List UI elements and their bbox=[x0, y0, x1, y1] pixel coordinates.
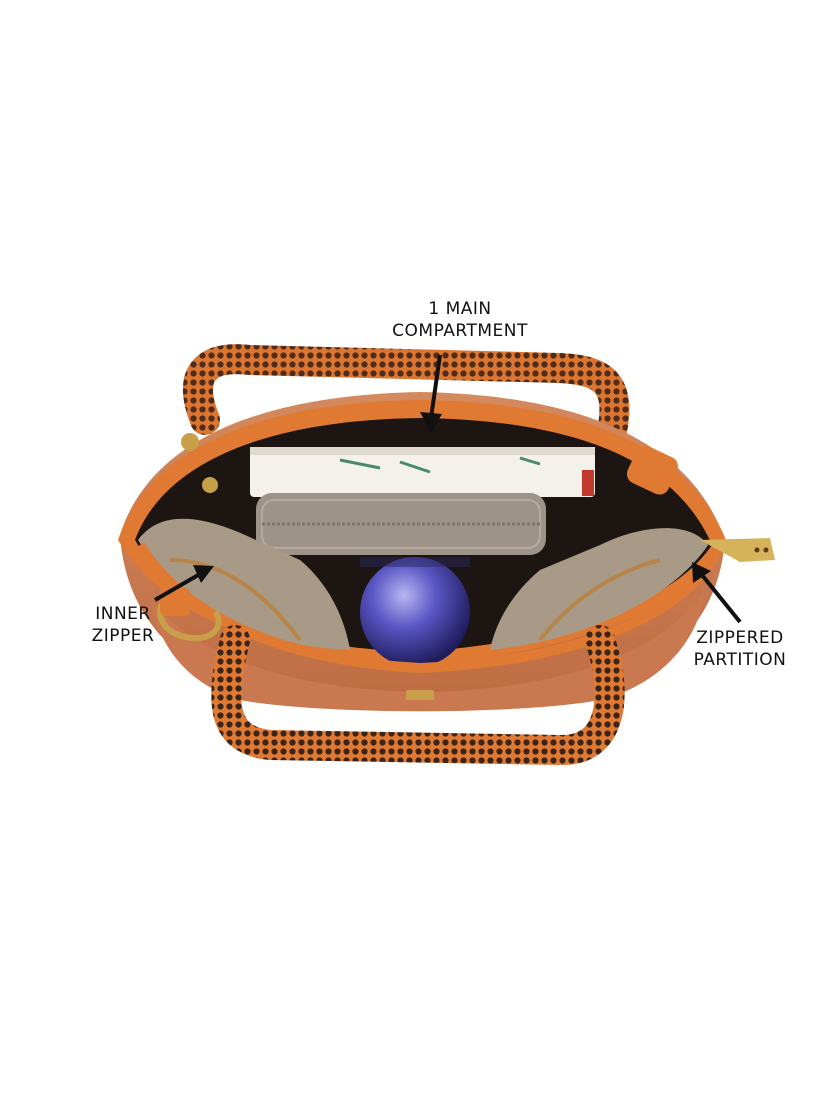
callout-main-line1: 1 MAIN bbox=[428, 299, 492, 319]
callout-inner-zipper: INNER ZIPPER bbox=[78, 603, 168, 647]
callout-partition-line1: ZIPPERED bbox=[696, 628, 784, 648]
arrow-inner bbox=[153, 565, 214, 602]
top-handle bbox=[183, 344, 630, 455]
zipper-pull bbox=[700, 538, 775, 562]
front-panel bbox=[150, 590, 705, 712]
callout-inner-line2: ZIPPER bbox=[91, 626, 155, 646]
book-item bbox=[250, 447, 595, 497]
bottom-handle bbox=[211, 625, 625, 765]
callout-inner-line1: INNER bbox=[95, 604, 151, 624]
lining-right bbox=[490, 528, 708, 650]
callout-partition-line2: PARTITION bbox=[693, 650, 787, 670]
callout-main-compartment: 1 MAIN COMPARTMENT bbox=[380, 298, 540, 342]
arrow-partition bbox=[692, 562, 742, 624]
callout-main-line2: COMPARTMENT bbox=[392, 321, 528, 341]
callout-zippered-partition: ZIPPERED PARTITION bbox=[670, 627, 810, 671]
wallet-item bbox=[256, 493, 546, 555]
bottle-cap bbox=[360, 557, 470, 667]
arrow-main bbox=[420, 354, 442, 433]
